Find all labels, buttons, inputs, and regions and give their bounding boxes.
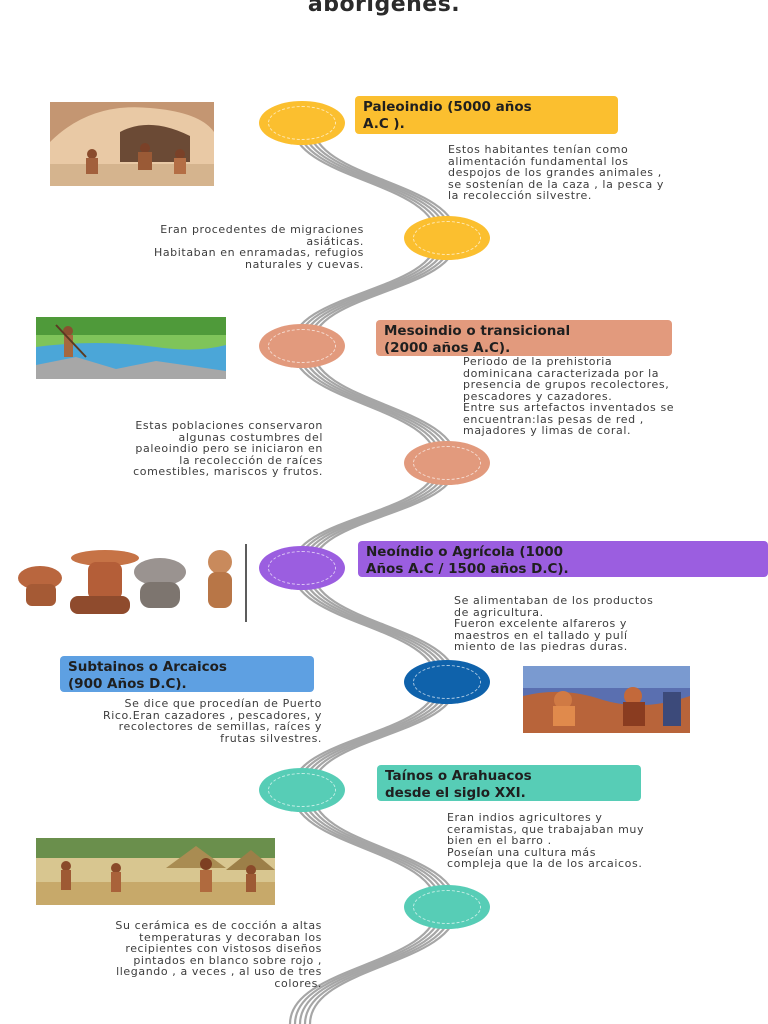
period-label-tainos: Taínos o Arahuacos desde el siglo XXI. bbox=[377, 765, 641, 801]
river-hunter-illustration bbox=[36, 317, 226, 379]
page-title: aborígenes. bbox=[307, 0, 461, 17]
mesoindio-customs-text: Estas poblaciones conservaron algunas co… bbox=[133, 419, 323, 478]
timeline-node-5 bbox=[259, 546, 345, 590]
timeline-node-6 bbox=[404, 660, 490, 704]
period-label-mesoindio: Mesoindio o transicional (2000 años A.C)… bbox=[376, 320, 672, 356]
timeline-node-8 bbox=[404, 885, 490, 929]
period-label-subtainos: Subtainos o Arcaicos (900 Años D.C). bbox=[60, 656, 314, 692]
subtainos-description: Se dice que procedían de Puerto Rico.Era… bbox=[102, 697, 322, 745]
neoindio-description: Se alimentaban de los productos de agric… bbox=[454, 594, 654, 653]
divider-line bbox=[245, 544, 247, 622]
tainos-ceramics-text: Su cerámica es de cocción a altas temper… bbox=[115, 919, 322, 990]
timeline-node-7 bbox=[259, 768, 345, 812]
taino-village-illustration bbox=[36, 838, 275, 905]
period-label-paleoindio: Paleoindio (5000 años A.C ). bbox=[355, 96, 618, 134]
ceramic-artifacts-illustration bbox=[10, 544, 242, 622]
cave-dwellers-illustration bbox=[50, 102, 214, 186]
timeline-node-1 bbox=[259, 101, 345, 145]
timeline-node-4 bbox=[404, 441, 490, 485]
tainos-description: Eran indios agricultores y ceramistas, q… bbox=[447, 811, 645, 870]
paleoindio-origin-text: Eran procedentes de migraciones asiática… bbox=[153, 223, 364, 271]
paleoindio-description: Estos habitantes tenían como alimentació… bbox=[448, 143, 665, 202]
mesoindio-description: Periodo de la prehistoria dominicana car… bbox=[463, 355, 675, 437]
timeline-node-2 bbox=[404, 216, 490, 260]
taino-painting-illustration bbox=[523, 666, 690, 733]
period-label-neoindio: Neoíndio o Agrícola (1000 Años A.C / 150… bbox=[358, 541, 768, 577]
timeline-node-3 bbox=[259, 324, 345, 368]
